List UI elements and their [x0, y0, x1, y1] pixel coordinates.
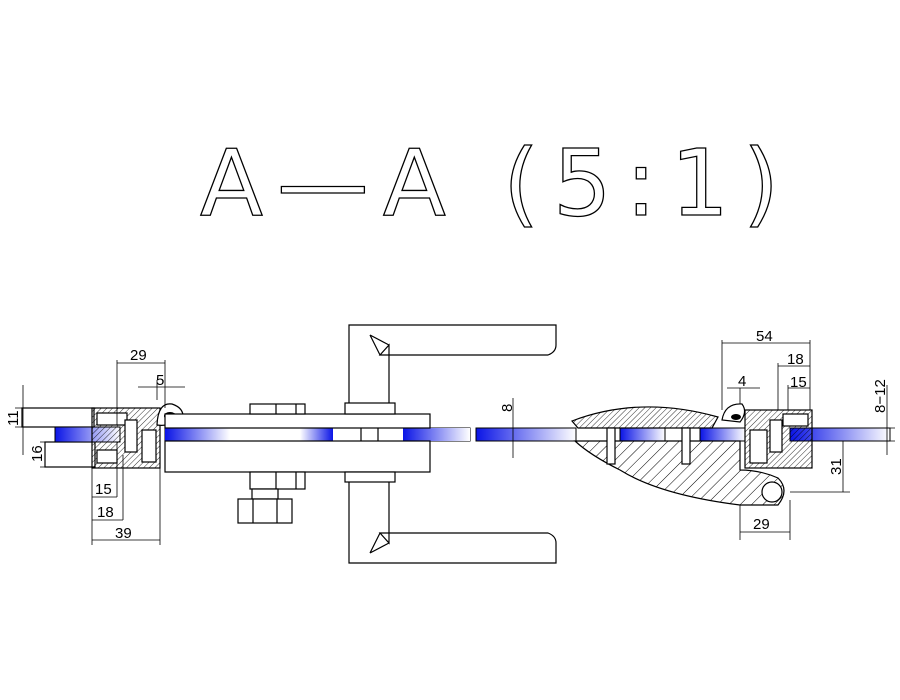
door-handle — [348, 324, 557, 564]
dim-right-15: 15 — [790, 374, 807, 391]
dimension-labels: 29 5 11 16 15 18 39 8 54 18 15 4 31 29 8… — [5, 328, 889, 542]
dim-right-4: 4 — [738, 373, 746, 390]
dim-right-29: 29 — [753, 516, 770, 533]
dim-right-18: 18 — [787, 351, 804, 368]
dim-glass-8-12: 8−12 — [872, 379, 889, 413]
center-lock-hardware — [164, 402, 431, 524]
right-hinge-bracket — [570, 403, 813, 506]
section-title: A—A (5:1) — [200, 130, 793, 237]
dim-left-29: 29 — [130, 347, 147, 364]
dim-left-39: 39 — [115, 525, 132, 542]
dim-right-54: 54 — [756, 328, 773, 345]
dim-left-5: 5 — [156, 372, 164, 389]
dim-left-18: 18 — [97, 504, 114, 521]
glass-panel — [21, 407, 891, 468]
dim-right-31: 31 — [828, 458, 845, 475]
dim-left-11: 11 — [5, 410, 22, 426]
dim-glass-8: 8 — [499, 404, 516, 412]
dim-left-16: 16 — [29, 445, 46, 462]
dim-left-15: 15 — [95, 481, 112, 498]
dimension-lines — [15, 340, 895, 545]
